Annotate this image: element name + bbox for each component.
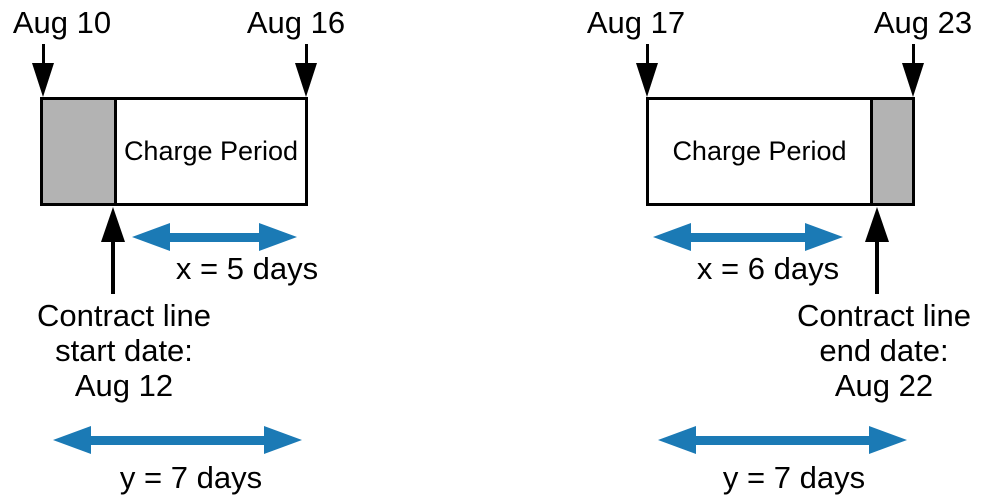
down-arrow-icon — [636, 44, 658, 97]
arrow-stem — [911, 44, 915, 63]
contract-line-note: Contract line end date: Aug 22 — [797, 298, 971, 403]
arrow-head — [865, 207, 889, 242]
arrow-stem — [304, 44, 308, 63]
period-start-date-label: Aug 17 — [586, 5, 686, 40]
y-span-label: y = 7 days — [722, 460, 866, 495]
charge-period-box: Charge Period — [40, 97, 308, 206]
arrow-head — [101, 207, 125, 242]
arrow-head-right — [805, 223, 843, 251]
contract-line-note: Contract line start date: Aug 12 — [37, 298, 211, 403]
x-span-label: x = 6 days — [696, 251, 840, 286]
contract-note-line: Contract line — [36, 298, 212, 333]
arrow-head-left — [653, 223, 691, 251]
contract-note-line: Contract line — [796, 298, 972, 333]
arrow-shaft — [696, 435, 869, 445]
contract-note-line: Aug 22 — [834, 368, 934, 403]
arrow-shaft — [170, 232, 259, 242]
arrow-stem — [41, 44, 45, 63]
y-span-double-arrow-icon — [53, 426, 302, 454]
x-span-double-arrow-icon — [653, 223, 843, 251]
arrow-head — [902, 63, 924, 97]
arrow-head-left — [53, 426, 91, 454]
arrow-shaft — [91, 435, 264, 445]
unbilled-days-shaded-region — [870, 100, 912, 203]
arrow-head — [636, 63, 658, 97]
period-end-date-label: Aug 16 — [246, 5, 346, 40]
arrow-stem — [111, 242, 115, 294]
down-arrow-icon — [295, 44, 317, 97]
arrow-head-right — [869, 426, 907, 454]
down-arrow-icon — [902, 44, 924, 97]
arrow-head-right — [264, 426, 302, 454]
arrow-stem — [645, 44, 649, 63]
arrow-stem — [875, 242, 879, 294]
arrow-head — [295, 63, 317, 97]
y-span-label: y = 7 days — [119, 460, 263, 495]
period-start-date-label: Aug 10 — [12, 5, 112, 40]
arrow-shaft — [691, 232, 805, 242]
up-arrow-icon — [865, 207, 889, 294]
up-arrow-icon — [101, 207, 125, 294]
contract-note-line: Aug 12 — [74, 368, 174, 403]
x-span-double-arrow-icon — [132, 223, 297, 251]
charge-period-box: Charge Period — [646, 97, 915, 206]
arrow-head-right — [259, 223, 297, 251]
arrow-head-left — [132, 223, 170, 251]
unbilled-days-shaded-region — [43, 100, 117, 203]
contract-note-line: end date: — [819, 333, 949, 368]
charge-period-label: Charge Period — [123, 136, 299, 166]
charge-period-label: Charge Period — [672, 136, 847, 166]
x-span-label: x = 5 days — [175, 251, 319, 286]
arrow-head-left — [658, 426, 696, 454]
contract-note-line: start date: — [55, 333, 193, 368]
down-arrow-icon — [32, 44, 54, 97]
arrow-head — [32, 63, 54, 97]
period-end-date-label: Aug 23 — [873, 5, 973, 40]
y-span-double-arrow-icon — [658, 426, 907, 454]
